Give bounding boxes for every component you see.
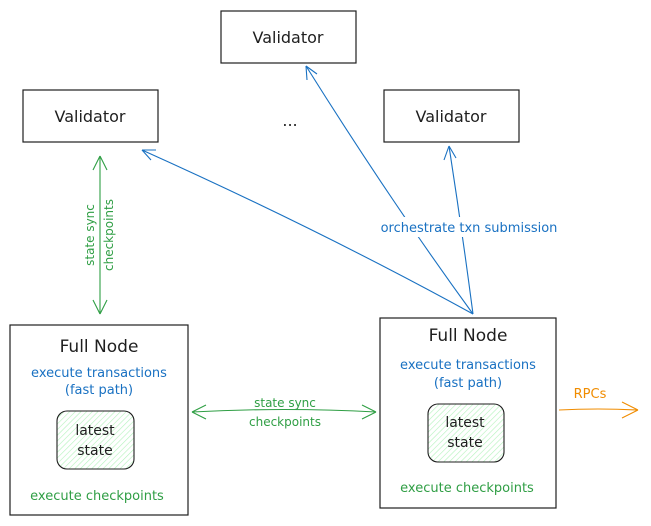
arrowhead-top-validator <box>305 65 318 81</box>
vertical-sync-label-2: checkpoints <box>102 199 116 271</box>
full-node-left-exec-2: (fast path) <box>65 383 133 398</box>
horizontal-sync-label-2: checkpoints <box>249 415 321 429</box>
full-node-right: Full Node execute transactions (fast pat… <box>379 317 557 509</box>
validator-top-label: Validator <box>253 28 324 47</box>
full-node-right-state-2: state <box>447 435 482 451</box>
arrowhead-left-validator <box>141 149 156 161</box>
validator-right-label: Validator <box>416 107 487 126</box>
validators-ellipsis: ... <box>282 111 297 130</box>
validator-top: Validator <box>220 10 357 64</box>
full-node-left-exec-1: execute transactions <box>31 366 167 381</box>
hsync-label-bg-1 <box>226 396 344 409</box>
full-node-right-state-1: latest <box>445 415 485 431</box>
full-node-left-title: Full Node <box>60 337 139 357</box>
full-node-right-exec-1: execute transactions <box>400 358 536 373</box>
arrow-to-left-validator <box>141 149 474 315</box>
full-node-right-title: Full Node <box>429 326 508 346</box>
validator-left-label: Validator <box>55 107 126 126</box>
full-node-left: Full Node execute transactions (fast pat… <box>9 324 189 516</box>
vertical-sync-arrow <box>92 155 108 315</box>
horizontal-sync-arrow <box>191 404 377 420</box>
rpcs-arrow <box>558 401 639 419</box>
orchestrate-label-bg <box>360 217 578 237</box>
validator-left: Validator <box>22 89 159 143</box>
full-node-right-state-box <box>427 403 505 463</box>
full-node-right-checkpoints: execute checkpoints <box>400 481 534 496</box>
full-node-left-state-box <box>56 410 135 470</box>
validator-right: Validator <box>383 89 520 143</box>
horizontal-sync-label-1: state sync <box>254 396 316 410</box>
arrow-to-top-validator <box>305 65 474 315</box>
full-node-left-state-1: latest <box>75 423 115 439</box>
full-node-left-state-2: state <box>77 443 112 459</box>
full-node-left-checkpoints: execute checkpoints <box>30 489 164 504</box>
hsync-label-bg-2 <box>226 415 344 428</box>
full-node-right-exec-2: (fast path) <box>434 376 502 391</box>
vertical-sync-label-1: state sync <box>83 204 97 266</box>
orchestrate-label: orchestrate txn submission <box>381 221 558 236</box>
arrowhead-right-validator <box>443 145 457 161</box>
rpcs-label: RPCs <box>574 387 607 402</box>
